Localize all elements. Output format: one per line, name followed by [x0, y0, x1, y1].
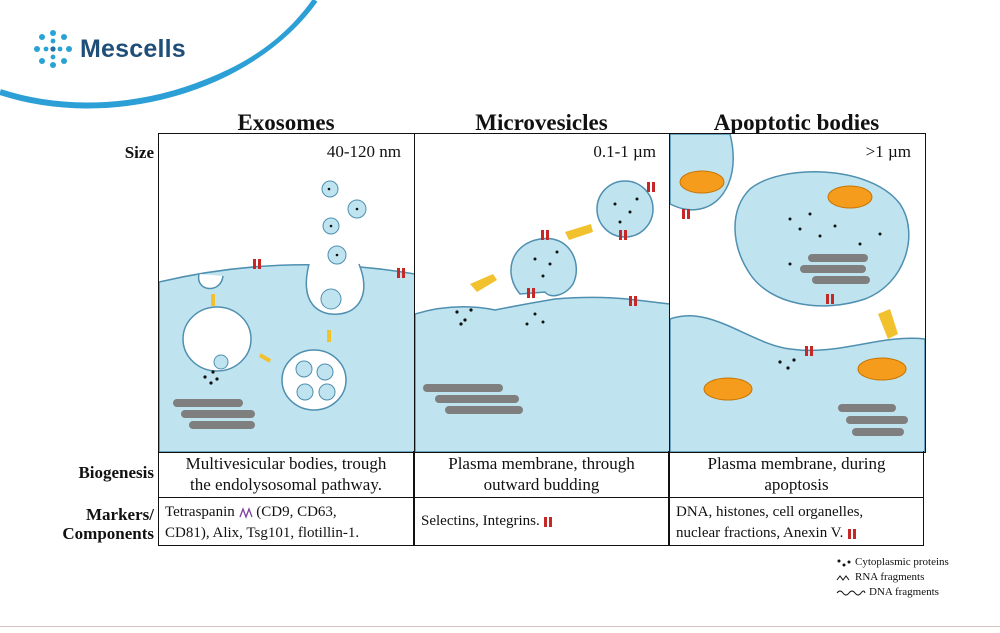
row-label-markers: Markers/Components [62, 505, 154, 543]
size-microvesicles: 0.1-1 µm [593, 142, 656, 161]
microvesicles-illustration [415, 180, 670, 452]
exosomes-illustration [159, 180, 415, 452]
brand-logo[interactable]: Mescells [32, 28, 186, 70]
markers-exosomes: Tetraspanin (CD9, CD63, CD81), Alix, Tsg… [158, 498, 414, 546]
rna-icon [836, 574, 850, 581]
bottom-divider [0, 626, 1000, 627]
panel-apoptotic-bodies: >1 µm [669, 133, 926, 453]
dna-icon [836, 590, 866, 595]
brand-name: Mescells [80, 34, 186, 63]
legend-rna: RNA fragments [836, 570, 949, 585]
markers-microvesicles: Selectins, Integrins. [414, 498, 669, 546]
header-arc [0, 0, 318, 109]
integrin-marker-icon [544, 516, 553, 527]
legend-dna: DNA fragments [836, 585, 949, 600]
logo-icon [34, 30, 72, 68]
panel-exosomes: 40-120 nm [158, 133, 416, 453]
size-exosomes: 40-120 nm [326, 142, 401, 161]
title-exosomes: Exosomes [237, 110, 335, 135]
panel-microvesicles: 0.1-1 µm [414, 133, 671, 453]
row-label-biogenesis: Biogenesis [78, 463, 154, 482]
title-apoptotic-bodies: Apoptotic bodies [713, 110, 880, 135]
apoptotic-bodies-illustration [670, 134, 925, 452]
annexin-marker-icon [848, 528, 857, 539]
tetraspanin-icon [238, 506, 253, 519]
row-label-size: Size [124, 143, 154, 162]
title-microvesicles: Microvesicles [475, 110, 608, 135]
legend: Cytoplasmic proteins RNA fragments DNA f… [836, 555, 949, 600]
proteins-icon [837, 559, 851, 566]
markers-apoptotic-bodies: DNA, histones, cell organelles, nuclear … [669, 498, 924, 546]
size-apoptotic-bodies: >1 µm [865, 142, 911, 161]
legend-proteins: Cytoplasmic proteins [836, 555, 949, 570]
